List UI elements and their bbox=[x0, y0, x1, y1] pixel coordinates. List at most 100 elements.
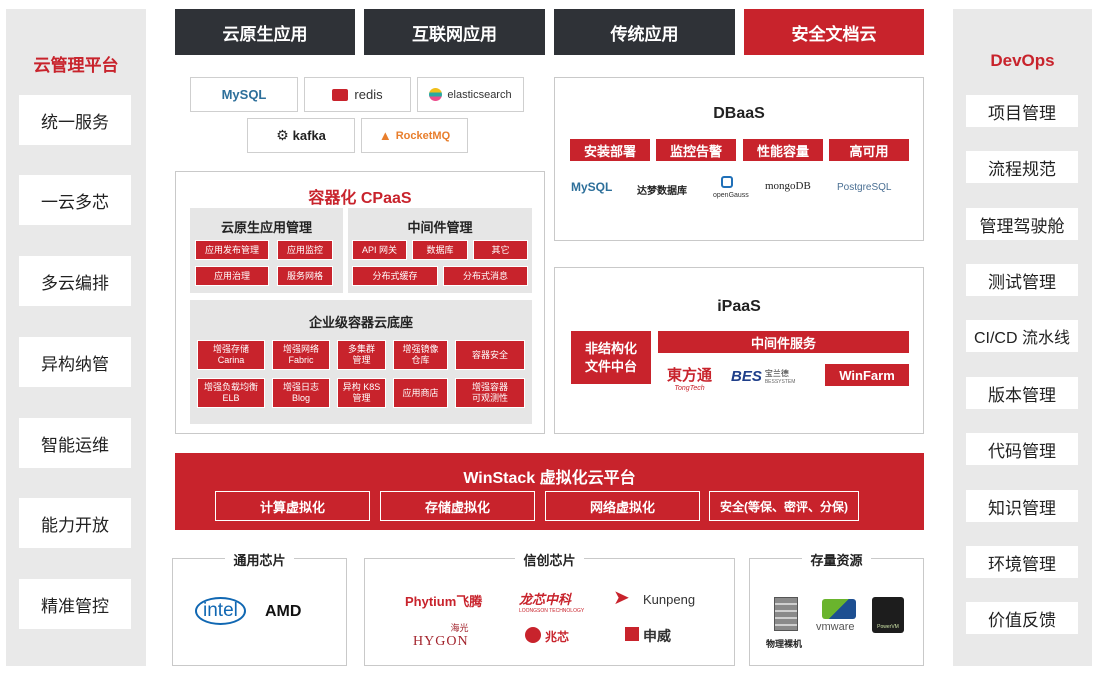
rocketmq-icon: ▲ bbox=[378, 128, 392, 143]
ipaas-title: iPaaS bbox=[717, 298, 761, 315]
dbaas-title: DBaaS bbox=[713, 105, 765, 122]
left-item-7[interactable]: 精准管控 bbox=[19, 579, 131, 629]
tab-secure-doc[interactable]: 安全文档云 bbox=[744, 9, 924, 55]
left-item-6[interactable]: 能力开放 bbox=[19, 498, 131, 548]
left-item-3[interactable]: 多云编排 bbox=[19, 256, 131, 306]
performance-button[interactable]: 性能容量 bbox=[743, 139, 823, 161]
right-panel: DevOps 项目管理 流程规范 管理驾驶舱 测试管理 CI/CD 流水线 版本… bbox=[953, 9, 1092, 666]
intel-logo: intel bbox=[195, 597, 246, 625]
logo-kafka: ⚙ kafka bbox=[247, 118, 355, 153]
right-item-6[interactable]: 版本管理 bbox=[966, 377, 1078, 409]
vmware-icon bbox=[822, 599, 856, 619]
logo-redis: redis bbox=[304, 77, 411, 112]
tab-internet[interactable]: 互联网应用 bbox=[364, 9, 545, 55]
cloud-native-mgmt: 云原生应用管理 应用发布管理 应用监控 应用治理 服务网格 bbox=[190, 208, 343, 293]
elasticsearch-logo-text: elasticsearch bbox=[447, 88, 512, 101]
api-gateway-button[interactable]: API 网关 bbox=[352, 240, 407, 260]
logo-rocketmq: ▲ RocketMQ bbox=[361, 118, 468, 153]
right-item-9[interactable]: 环境管理 bbox=[966, 546, 1078, 578]
powervm-icon: PowerVM bbox=[872, 597, 904, 633]
xinchuang-chips-title-wrap: 信创芯片 bbox=[365, 550, 734, 570]
winfarm-button[interactable]: WinFarm bbox=[825, 364, 909, 386]
tab-cloud-native[interactable]: 云原生应用 bbox=[175, 9, 355, 55]
right-item-5[interactable]: CI/CD 流水线 bbox=[966, 320, 1078, 352]
distributed-cache-button[interactable]: 分布式缓存 bbox=[352, 266, 438, 286]
left-item-5[interactable]: 智能运维 bbox=[19, 418, 131, 468]
high-availability-button[interactable]: 高可用 bbox=[829, 139, 909, 161]
left-item-1[interactable]: 统一服务 bbox=[19, 95, 131, 145]
network-virt-button[interactable]: 网络虚拟化 bbox=[545, 491, 700, 521]
zhaoxin-logo: 兆芯 bbox=[545, 630, 570, 644]
left-panel: 云管理平台 统一服务 一云多芯 多云编排 异构纳管 智能运维 能力开放 精准管控 bbox=[6, 9, 146, 666]
left-item-2[interactable]: 一云多芯 bbox=[19, 175, 131, 225]
right-item-2[interactable]: 流程规范 bbox=[966, 151, 1078, 183]
database-button[interactable]: 数据库 bbox=[412, 240, 468, 260]
others-button[interactable]: 其它 bbox=[473, 240, 528, 260]
container-security-button[interactable]: 容器安全 bbox=[455, 340, 525, 370]
app-monitor-button[interactable]: 应用监控 bbox=[277, 240, 333, 260]
sunway-icon bbox=[625, 627, 639, 641]
xinchuang-chips-panel: 信创芯片 Phytium飞腾 龙芯中科 LOONGSON TECHNOLOGY … bbox=[364, 553, 735, 666]
left-item-4[interactable]: 异构纳管 bbox=[19, 337, 131, 387]
opengauss-icon bbox=[721, 176, 733, 188]
unstructured-file-button[interactable]: 非结构化 文件中台 bbox=[571, 331, 651, 384]
middleware-service-button[interactable]: 中间件服务 bbox=[658, 331, 909, 353]
dbaas-mongodb-logo: mongoDB bbox=[765, 180, 811, 192]
logo-mysql: MySQL bbox=[190, 77, 298, 112]
middleware-mgmt: 中间件管理 API 网关 数据库 其它 分布式缓存 分布式消息 bbox=[348, 208, 532, 293]
enterprise-base-title: 企业级容器云底座 bbox=[308, 315, 413, 330]
dbaas-opengauss-logo: openGauss bbox=[713, 192, 749, 199]
middleware-mgmt-title: 中间件管理 bbox=[407, 220, 473, 235]
multi-cluster-button[interactable]: 多集群管理 bbox=[337, 340, 386, 370]
logo-elasticsearch: elasticsearch bbox=[417, 77, 524, 112]
app-release-button[interactable]: 应用发布管理 bbox=[195, 240, 269, 260]
stock-title-wrap: 存量资源 bbox=[750, 550, 923, 570]
compute-virt-button[interactable]: 计算虚拟化 bbox=[215, 491, 370, 521]
right-item-8[interactable]: 知识管理 bbox=[966, 490, 1078, 522]
app-store-button[interactable]: 应用商店 bbox=[393, 378, 448, 408]
kunpeng-logo: Kunpeng bbox=[643, 592, 696, 607]
security-button[interactable]: 安全(等保、密评、分保) bbox=[709, 491, 859, 521]
dbaas-postgresql-logo: PostgreSQL bbox=[837, 182, 892, 193]
monitor-alert-button[interactable]: 监控告警 bbox=[656, 139, 736, 161]
service-mesh-button[interactable]: 服务网格 bbox=[277, 266, 333, 286]
stock-resources-panel: 存量资源 物理裸机 vmware PowerVM bbox=[749, 553, 924, 666]
bes-subtext: 宝兰德 BESSYSTEM bbox=[764, 369, 796, 385]
dbaas-mysql-logo: MySQL bbox=[571, 180, 613, 194]
rocketmq-logo-text: RocketMQ bbox=[395, 129, 451, 142]
general-chips-title: 通用芯片 bbox=[225, 553, 294, 568]
zhaoxin-icon bbox=[525, 627, 541, 643]
ipaas-panel: iPaaS 非结构化 文件中台 中间件服务 東方通 TongTech BES 宝… bbox=[554, 267, 924, 434]
phytium-logo: Phytium飞腾 bbox=[405, 594, 483, 609]
install-deploy-button[interactable]: 安装部署 bbox=[570, 139, 650, 161]
kafka-logo-text: kafka bbox=[292, 128, 326, 143]
mysql-logo-text: MySQL bbox=[221, 87, 267, 102]
enhanced-registry-button[interactable]: 增强镜像仓库 bbox=[393, 340, 448, 370]
distributed-message-button[interactable]: 分布式消息 bbox=[443, 266, 528, 286]
right-item-7[interactable]: 代码管理 bbox=[966, 433, 1078, 465]
app-governance-button[interactable]: 应用治理 bbox=[195, 266, 269, 286]
amd-logo: AMD bbox=[265, 603, 302, 620]
right-item-4[interactable]: 测试管理 bbox=[966, 264, 1078, 296]
tab-traditional[interactable]: 传统应用 bbox=[554, 9, 735, 55]
tongtech-logo: 東方通 TongTech bbox=[667, 368, 713, 392]
bes-logo: BES 宝兰德 BESSYSTEM bbox=[731, 368, 796, 385]
observability-button[interactable]: 增强容器可观测性 bbox=[455, 378, 525, 408]
cpaas-title: 容器化 CPaaS bbox=[308, 190, 412, 207]
storage-virt-button[interactable]: 存储虚拟化 bbox=[380, 491, 535, 521]
elasticsearch-icon bbox=[429, 88, 443, 101]
right-item-10[interactable]: 价值反馈 bbox=[966, 602, 1078, 634]
bare-metal-label: 物理裸机 bbox=[766, 639, 803, 649]
redis-icon bbox=[332, 88, 349, 101]
right-item-3[interactable]: 管理驾驶舱 bbox=[966, 208, 1078, 240]
redis-logo-text: redis bbox=[354, 87, 383, 102]
right-item-1[interactable]: 项目管理 bbox=[966, 95, 1078, 127]
vmware-logo: vmware bbox=[816, 621, 855, 633]
winstack-panel: WinStack 虚拟化云平台 计算虚拟化 存储虚拟化 网络虚拟化 安全(等保、… bbox=[175, 453, 924, 530]
